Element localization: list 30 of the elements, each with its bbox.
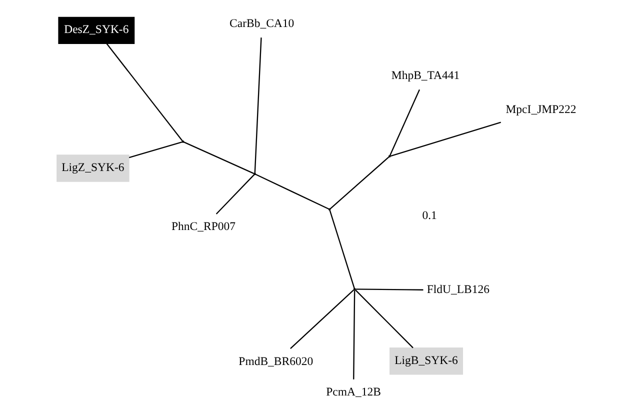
connector [355,290,414,348]
node-text: MhpB_TA441 [391,68,460,82]
connector [390,122,502,157]
node-point [254,172,256,176]
connector [254,38,262,174]
connector [353,290,356,380]
node-text: PcmA_12B [326,386,381,399]
connector [290,290,354,350]
node-point [353,288,356,290]
node-point [328,208,331,211]
node-text: PhnC_RP007 [172,220,236,234]
connector [356,288,424,290]
connector [216,174,255,214]
label: 0.1 [422,209,437,222]
connector [106,43,183,142]
connector [184,142,254,174]
node-point [388,155,391,158]
connector [128,141,182,158]
connector [390,89,420,156]
connector [329,210,355,289]
connector [255,174,330,210]
node-text: MpcI_JMP222 [506,102,576,116]
node-box: LigZ_SYK-6 [56,154,130,182]
node-text: FldU_LB126 [426,283,490,296]
node-box: LigB_SYK-6 [390,348,464,375]
node-box: DesZ_SYK-6 [58,16,135,44]
node-text: CarBb_CA10 [230,16,294,30]
connector [330,156,390,210]
node-text: PmdB_BR6020 [238,354,314,368]
node-point [182,140,184,143]
